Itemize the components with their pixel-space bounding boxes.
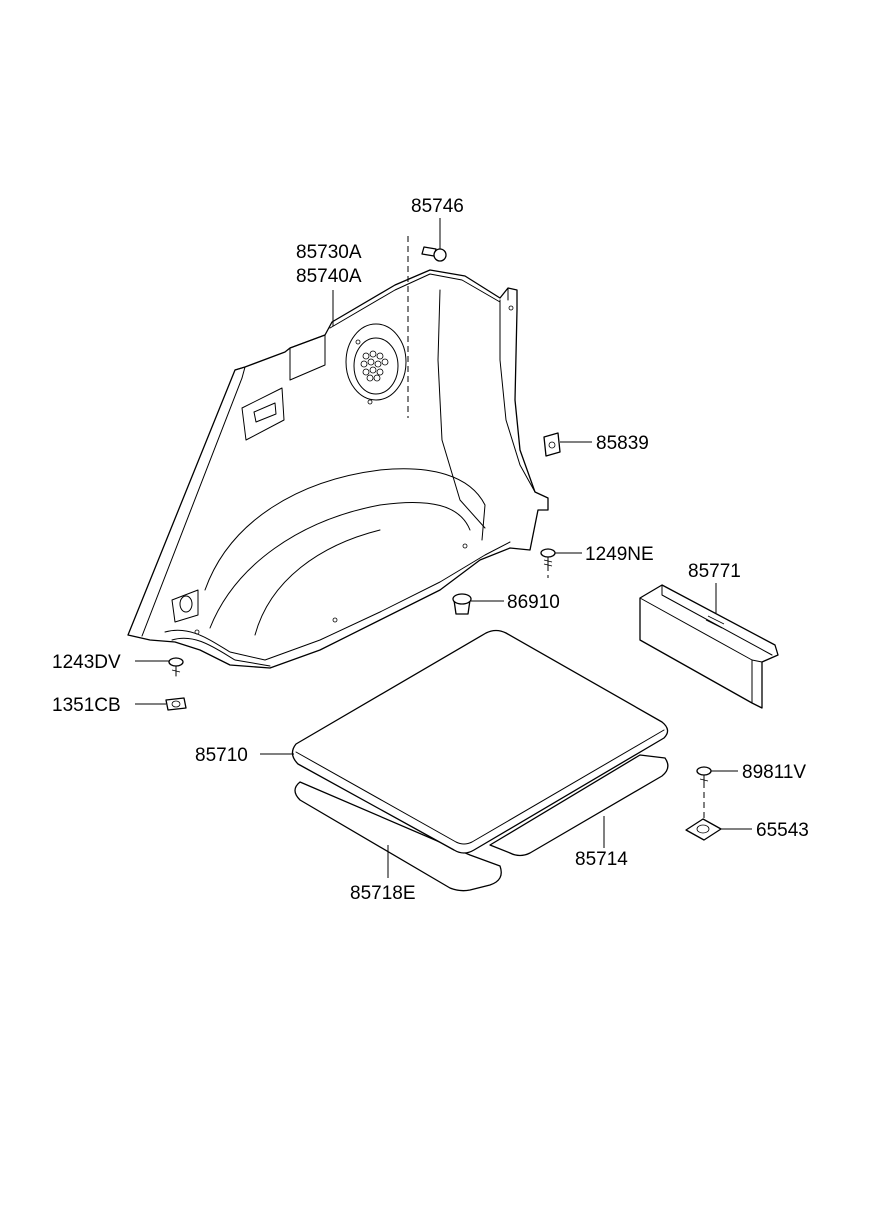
screw-85746[interactable] <box>421 246 447 262</box>
label-86910: 86910 <box>507 592 560 613</box>
label-1243dv: 1243DV <box>52 652 121 673</box>
label-85771: 85771 <box>688 561 741 582</box>
label-85714: 85714 <box>575 849 628 870</box>
label-85710: 85710 <box>195 745 248 766</box>
screw-89811v[interactable] <box>696 766 712 787</box>
screw-1249ne[interactable] <box>540 548 556 571</box>
grommet-86910[interactable] <box>452 593 472 615</box>
luggage-side-trim[interactable] <box>127 269 549 669</box>
label-1249ne: 1249NE <box>585 544 654 565</box>
label-1351cb: 1351CB <box>52 695 121 716</box>
label-65543: 65543 <box>756 820 809 841</box>
clip-65543[interactable] <box>685 818 722 841</box>
label-85839: 85839 <box>596 433 649 454</box>
label-85746: 85746 <box>411 196 464 217</box>
label-85730a: 85730A <box>296 242 362 263</box>
label-85740a: 85740A <box>296 266 362 287</box>
label-89811v: 89811V <box>742 762 806 783</box>
clip-85839[interactable] <box>543 432 561 457</box>
mat-85718e[interactable] <box>294 781 502 892</box>
mat-85714[interactable] <box>489 754 669 857</box>
label-85718e: 85718E <box>350 883 416 904</box>
nut-1351cb[interactable] <box>165 697 187 711</box>
luggage-board-85710[interactable] <box>291 629 669 854</box>
screw-1243dv[interactable] <box>168 657 184 677</box>
cover-85771[interactable] <box>639 584 779 709</box>
